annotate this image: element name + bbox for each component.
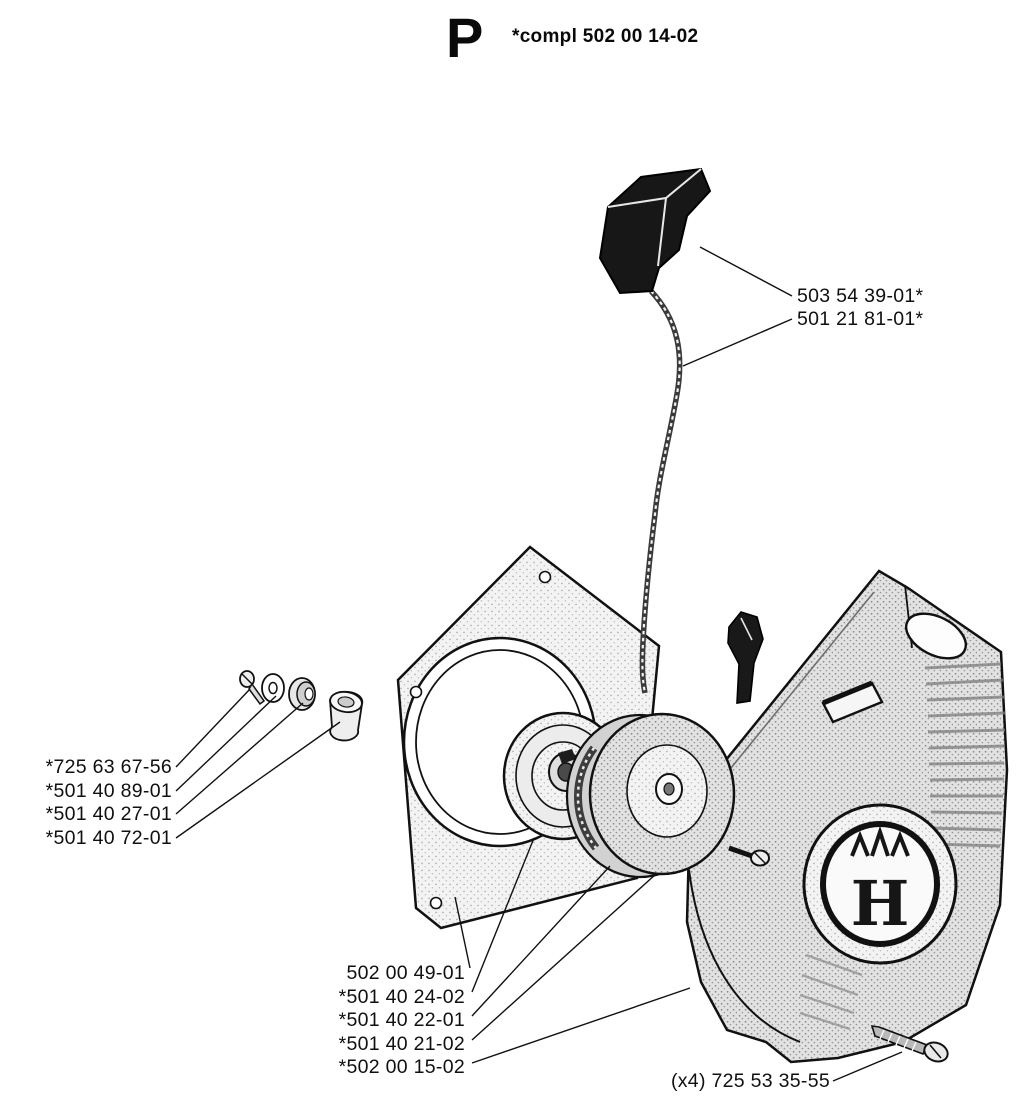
retainer-part-label: *501 40 27-01: [45, 803, 172, 825]
section-letter: P: [446, 6, 484, 69]
housing-screw-illustration: [870, 1025, 949, 1063]
crown-icon: [850, 825, 910, 857]
rotor-assembly-illustration: [565, 712, 736, 879]
housing-screws-part-label: (x4) 725 53 35-55: [670, 1070, 830, 1092]
starter-handle-illustration: [598, 167, 712, 295]
rope-part-label: 501 21 81-01*: [797, 308, 924, 330]
screw-illustration: [239, 670, 266, 706]
pulley-part-label: *501 40 24-02: [338, 986, 465, 1008]
rope-wrap: [573, 745, 600, 851]
husqvarna-logo-letter: H: [851, 867, 910, 940]
washer-illustration: [261, 673, 285, 703]
spring-anchor-illustration: [727, 611, 764, 704]
bushing-illustration: [329, 690, 364, 742]
spring-part-label: *501 40 22-01: [338, 1009, 465, 1031]
starter-housing-illustration: H: [685, 569, 1009, 1064]
rotor-part-label: *501 40 21-02: [338, 1033, 465, 1055]
screw-part-label: *725 63 67-56: [45, 756, 172, 778]
center-screw-illustration: [728, 845, 770, 867]
fastener-parts-illustration: [239, 670, 364, 742]
bushing-part-label: *501 40 72-01: [45, 827, 172, 849]
leader-lines: [175, 246, 903, 1082]
assembly-number-label: *compl 502 00 14-02: [512, 26, 699, 47]
retainer-illustration: [288, 677, 316, 711]
handle-part-label: 503 54 39-01*: [797, 285, 924, 307]
plate-part-label: 502 00 49-01: [346, 962, 465, 984]
housing-part-label: *502 00 15-02: [338, 1056, 465, 1078]
starter-rope-illustration: [639, 289, 683, 694]
cooling-fins: [924, 662, 1006, 848]
washer-part-label: *501 40 89-01: [45, 780, 172, 802]
